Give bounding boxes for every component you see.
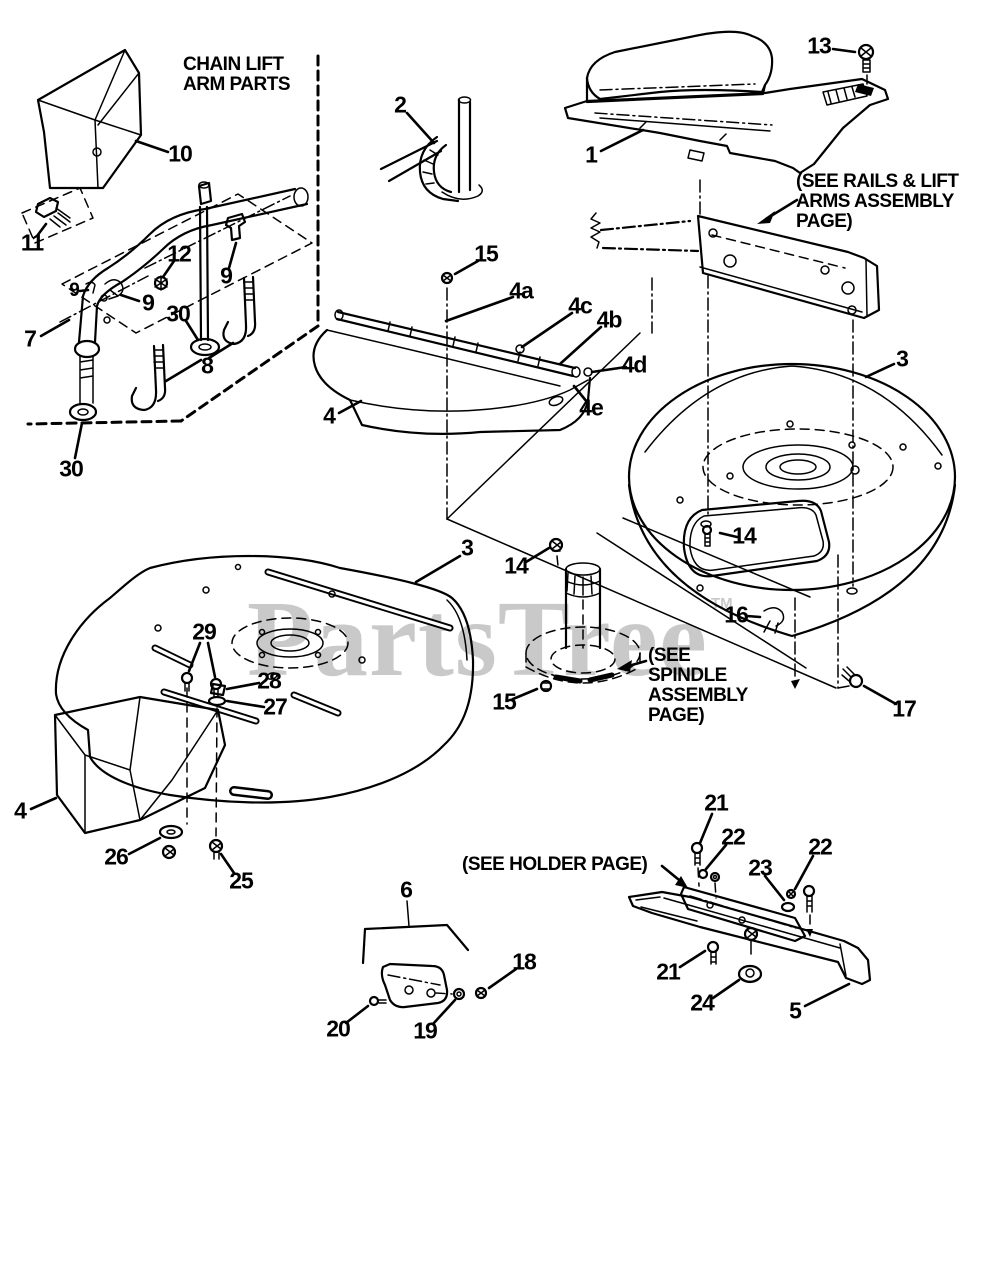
part-callout-2: 2 <box>394 91 407 118</box>
part-callout-4a: 4a <box>509 277 534 304</box>
part-callout-24: 24 <box>690 989 715 1016</box>
part-callout-9a: 9 <box>220 262 233 289</box>
note-spindle-assembly: (SEE SPINDLE ASSEMBLY PAGE) <box>648 646 748 726</box>
part-callout-21a: 21 <box>704 789 729 816</box>
hook-2-drawing <box>379 96 483 203</box>
blade-5-drawing <box>627 812 872 1008</box>
part-callout-30a: 30 <box>166 300 191 327</box>
note-spindle-line4: PAGE) <box>648 705 705 726</box>
note-spindle-line2: SPINDLE <box>648 665 727 686</box>
part-callout-28: 28 <box>257 667 282 694</box>
lift-rod-7-drawing <box>39 187 309 460</box>
part-callout-21b: 21 <box>656 958 681 985</box>
inset-title-line1: CHAIN LIFT <box>183 54 284 75</box>
baffle-4-drawing <box>312 259 628 520</box>
part-callout-30b: 30 <box>59 455 84 482</box>
note-rails-assembly: (SEE RAILS & LIFT ARMS ASSEMBLY PAGE) <box>796 172 959 232</box>
part-callout-7: 7 <box>24 325 37 352</box>
spindle-drawing <box>511 537 648 701</box>
part-callout-9c: 9 <box>69 280 80 301</box>
sight-lines <box>446 332 837 689</box>
part-callout-4d: 4d <box>621 351 648 378</box>
deck-left-drawing <box>54 554 475 804</box>
cover-1-drawing <box>563 30 890 175</box>
part-callout-14a: 14 <box>504 552 529 579</box>
watermark-trademark: TM <box>711 595 733 612</box>
part-callout-5: 5 <box>789 997 802 1024</box>
part-callout-19: 19 <box>413 1017 438 1044</box>
part-callout-13: 13 <box>807 32 832 59</box>
part-callout-8: 8 <box>201 352 214 379</box>
part-callout-6: 6 <box>400 876 413 903</box>
part-callout-4c: 4c <box>568 292 593 319</box>
part-callout-4b: 4b <box>596 306 623 333</box>
bolt-11-drawing <box>34 196 71 238</box>
note-spindle-line3: ASSEMBLY <box>648 685 748 706</box>
part-callout-10: 10 <box>168 140 193 167</box>
chute-upper-drawing <box>36 48 170 190</box>
part-callout-14b: 14 <box>732 522 757 549</box>
note-rails-line2: ARMS ASSEMBLY <box>796 191 954 212</box>
note-spindle-line1: (SEE <box>648 645 691 666</box>
chute-4-drawing <box>29 695 227 835</box>
part-callout-3-right: 3 <box>896 345 909 372</box>
part-callout-15b: 15 <box>492 688 517 715</box>
part-callout-27: 27 <box>263 693 288 720</box>
part-callout-17: 17 <box>892 695 917 722</box>
note-rails-line3: PAGE) <box>796 211 853 232</box>
part-callout-22a: 22 <box>721 823 746 850</box>
part-callout-18: 18 <box>512 948 537 975</box>
part-callout-16: 16 <box>724 601 749 628</box>
part-callout-11: 11 <box>20 229 44 256</box>
note-holder-page: (SEE HOLDER PAGE) <box>462 854 648 875</box>
part-callout-4-baffle: 4 <box>323 402 336 429</box>
inset-title-line2: ARM PARTS <box>183 74 291 95</box>
part-callout-26: 26 <box>104 843 129 870</box>
part-callout-22b: 22 <box>808 833 833 860</box>
part-callout-9b: 9 <box>142 289 155 316</box>
inset-border <box>21 54 320 426</box>
inset-title: CHAIN LIFT ARM PARTS <box>183 54 291 95</box>
deck-left-hardware <box>127 641 266 875</box>
holder-6-drawing <box>344 900 518 1026</box>
part-callout-25: 25 <box>229 867 254 894</box>
part-callout-3-left: 3 <box>461 534 474 561</box>
part-callout-1: 1 <box>585 141 598 168</box>
part-callout-29: 29 <box>192 618 217 645</box>
part-callout-15a: 15 <box>474 240 499 267</box>
lift-bracket-drawing <box>590 179 881 595</box>
part-callout-20: 20 <box>326 1015 351 1042</box>
j-bolts-drawing <box>130 275 257 412</box>
part-callout-4e: 4e <box>579 394 604 421</box>
part-callout-23: 23 <box>748 854 773 881</box>
watermark-text: PartsTree <box>247 580 708 699</box>
part-callout-12: 12 <box>167 240 192 267</box>
note-rails-line1: (SEE RAILS & LIFT <box>796 171 959 192</box>
pins-clips-drawing <box>78 181 247 357</box>
part-callout-4-chute: 4 <box>14 797 27 824</box>
